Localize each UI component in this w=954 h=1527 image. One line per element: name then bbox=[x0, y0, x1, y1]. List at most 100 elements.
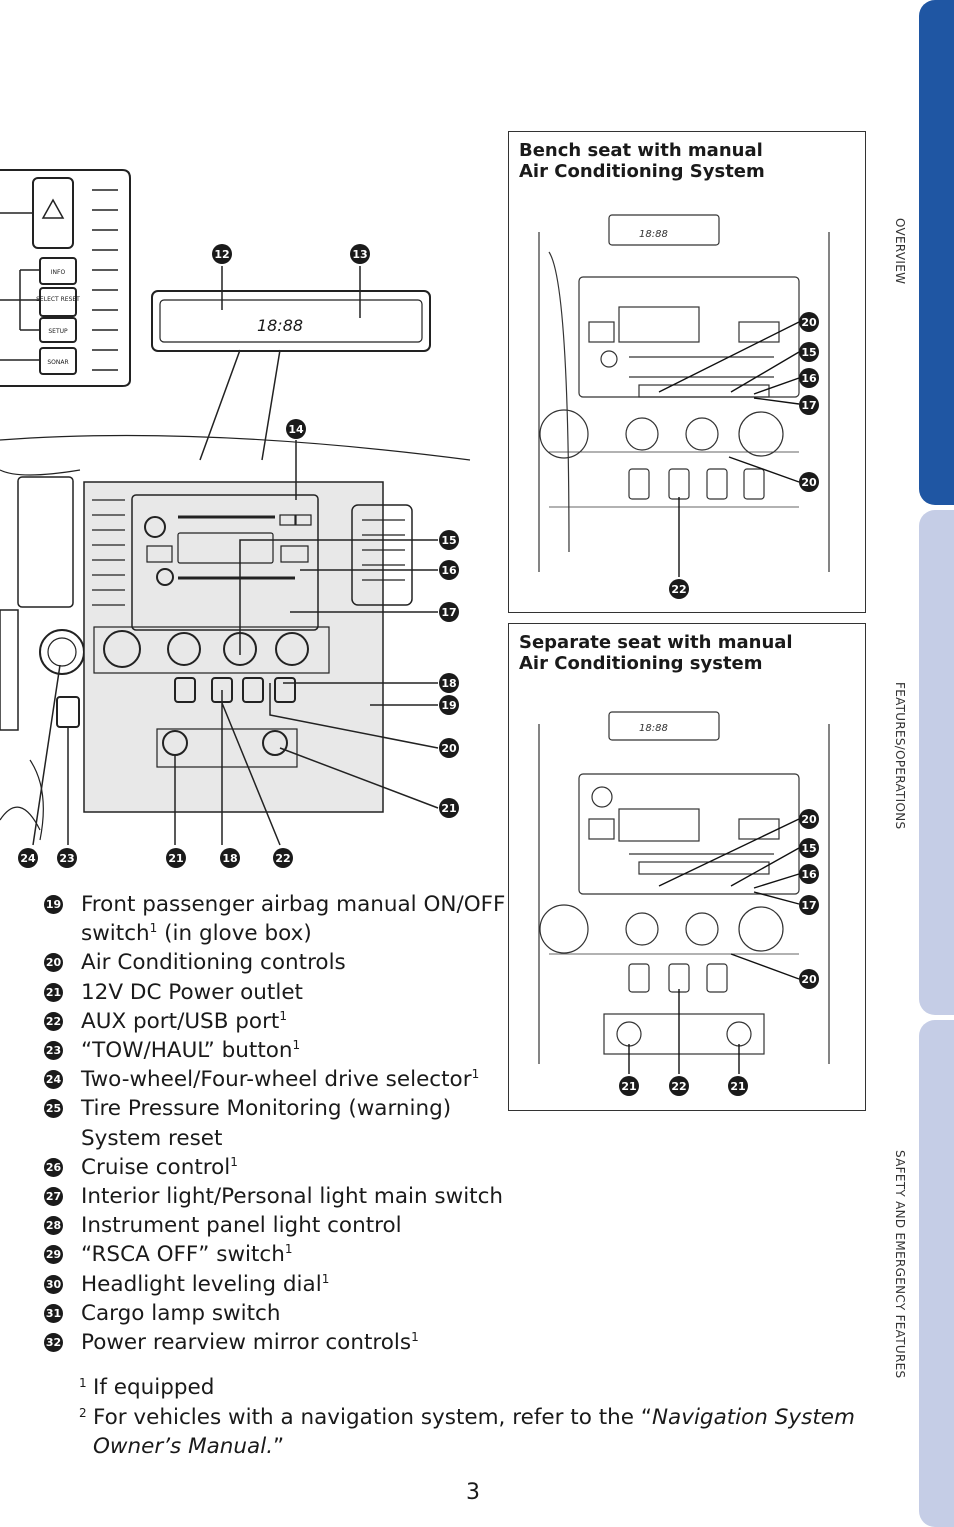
svg-text:17: 17 bbox=[441, 606, 456, 619]
legend-text: Headlight leveling dial1 bbox=[81, 1271, 330, 1297]
footnote-text: For vehicles with a navigation system, r… bbox=[93, 1404, 855, 1460]
callout-21b: 21 bbox=[166, 848, 186, 868]
callout-14: 14 bbox=[286, 419, 306, 439]
panel-separate-seat: Separate seat with manual Air Conditioni… bbox=[508, 623, 866, 1111]
legend-item: 27 Interior light/Personal light main sw… bbox=[44, 1182, 524, 1211]
svg-text:20: 20 bbox=[801, 316, 817, 329]
legend-number-badge: 29 bbox=[44, 1245, 63, 1265]
svg-text:18: 18 bbox=[222, 852, 237, 865]
legend-list: 19 Front passenger airbag manual ON/OFF … bbox=[44, 890, 524, 1357]
tab-features-operations[interactable] bbox=[919, 510, 954, 1015]
legend-number-badge: 25 bbox=[44, 1099, 63, 1119]
svg-text:18:88: 18:88 bbox=[639, 723, 668, 734]
legend-item: 24 Two-wheel/Four-wheel drive selector1 bbox=[44, 1065, 524, 1094]
svg-text:13: 13 bbox=[352, 248, 367, 261]
bench-callout-20b: 20 bbox=[799, 472, 819, 492]
panel-bench-title: Bench seat with manual Air Conditioning … bbox=[519, 140, 765, 182]
footnote-text: If equipped bbox=[93, 1375, 215, 1400]
legend-text: Cruise control1 bbox=[81, 1154, 238, 1180]
tab-safety[interactable] bbox=[919, 1020, 954, 1527]
svg-text:19: 19 bbox=[441, 699, 456, 712]
callout-20: 20 bbox=[439, 738, 459, 758]
callout-23: 23 bbox=[57, 848, 77, 868]
svg-text:21: 21 bbox=[168, 852, 183, 865]
bench-callout-20a: 20 bbox=[799, 312, 819, 332]
svg-text:24: 24 bbox=[20, 852, 36, 865]
legend-text: System reset bbox=[81, 1125, 223, 1151]
legend-item: 31 Cargo lamp switch bbox=[44, 1299, 524, 1328]
tab-label-overview: OVERVIEW bbox=[893, 218, 907, 285]
svg-text:18:88: 18:88 bbox=[639, 229, 668, 240]
legend-number-badge: 30 bbox=[44, 1274, 63, 1294]
legend-text: Two-wheel/Four-wheel drive selector1 bbox=[81, 1067, 480, 1093]
callout-19: 19 bbox=[439, 695, 459, 715]
legend-number-badge: 26 bbox=[44, 1157, 63, 1177]
panel-bench-seat: Bench seat with manual Air Conditioning … bbox=[508, 131, 866, 613]
svg-text:18: 18 bbox=[441, 677, 456, 690]
legend-number-badge: 20 bbox=[44, 953, 63, 973]
separate-callout-20b: 20 bbox=[799, 969, 819, 989]
sonar-button-label: SONAR bbox=[47, 359, 68, 366]
callout-12: 12 bbox=[212, 244, 232, 264]
legend-item: 26 Cruise control1 bbox=[44, 1153, 524, 1182]
legend-item: 19 Front passenger airbag manual ON/OFF bbox=[44, 890, 524, 919]
clock-display: 18:88 bbox=[257, 316, 303, 335]
svg-text:14: 14 bbox=[288, 423, 304, 436]
svg-text:12: 12 bbox=[214, 248, 229, 261]
svg-text:17: 17 bbox=[801, 399, 816, 412]
svg-text:16: 16 bbox=[441, 564, 457, 577]
footnote-mark: 1 bbox=[79, 1376, 87, 1390]
separate-callout-15: 15 bbox=[799, 838, 819, 858]
bench-callout-22: 22 bbox=[669, 579, 689, 599]
legend-item: switch1 (in glove box) bbox=[44, 919, 524, 948]
footnote-mark: 2 bbox=[79, 1405, 87, 1420]
callout-17: 17 bbox=[439, 602, 459, 622]
separate-callout-22: 22 bbox=[669, 1076, 689, 1096]
callout-22: 22 bbox=[273, 848, 293, 868]
callout-13: 13 bbox=[350, 244, 370, 264]
svg-text:16: 16 bbox=[801, 868, 817, 881]
legend-item: 29 “RSCA OFF” switch1 bbox=[44, 1240, 524, 1269]
legend-text: “RSCA OFF” switch1 bbox=[81, 1242, 293, 1268]
legend-text: Power rearview mirror controls1 bbox=[81, 1329, 419, 1356]
legend-item: 30 Headlight leveling dial1 bbox=[44, 1270, 524, 1299]
legend-text: 12V DC Power outlet bbox=[81, 979, 303, 1005]
separate-callout-17: 17 bbox=[799, 895, 819, 915]
tab-overview[interactable] bbox=[919, 0, 954, 505]
svg-text:20: 20 bbox=[801, 973, 817, 986]
callout-16: 16 bbox=[439, 560, 459, 580]
tab-label-safety: SAFETY AND EMERGENCY FEATURES bbox=[893, 1150, 907, 1379]
separate-callout-21b: 21 bbox=[728, 1076, 748, 1096]
bench-seat-diagram: 18:88 20 15 16 17 20 22 bbox=[538, 214, 830, 599]
legend-item: 23 “TOW/HAUL” button1 bbox=[44, 1036, 524, 1065]
legend-text: Interior light/Personal light main switc… bbox=[81, 1184, 504, 1210]
svg-text:22: 22 bbox=[275, 852, 290, 865]
legend-item: 28 Instrument panel light control bbox=[44, 1211, 524, 1240]
legend-text: Front passenger airbag manual ON/OFF bbox=[81, 892, 506, 917]
panel-separate-title: Separate seat with manual Air Conditioni… bbox=[519, 632, 793, 674]
legend-number-badge: 22 bbox=[44, 1011, 63, 1031]
svg-text:21: 21 bbox=[730, 1080, 745, 1093]
separate-seat-diagram: 18:88 20 15 16 17 20 21 22 21 bbox=[538, 711, 830, 1096]
callout-18b: 18 bbox=[220, 848, 240, 868]
footnote: 2 For vehicles with a navigation system,… bbox=[79, 1403, 879, 1462]
legend-item: System reset bbox=[44, 1124, 524, 1153]
legend-number-badge: 31 bbox=[44, 1303, 63, 1323]
legend-text: Tire Pressure Monitoring (warning) bbox=[81, 1096, 452, 1122]
legend-item: 22 AUX port/USB port1 bbox=[44, 1007, 524, 1036]
legend-item: 20 Air Conditioning controls bbox=[44, 948, 524, 977]
main-dashboard-diagram: INFO SELECT RESET SETUP SONAR 18:88 12 1… bbox=[0, 169, 471, 868]
page-number: 3 bbox=[466, 1480, 480, 1505]
svg-text:20: 20 bbox=[801, 476, 817, 489]
svg-text:15: 15 bbox=[441, 534, 456, 547]
legend-item: 25 Tire Pressure Monitoring (warning) bbox=[44, 1094, 524, 1123]
legend-item: 32 Power rearview mirror controls1 bbox=[44, 1328, 524, 1357]
tab-label-features: FEATURES/OPERATIONS bbox=[893, 682, 907, 830]
svg-text:23: 23 bbox=[59, 852, 74, 865]
footnotes: 1 If equipped 2 For vehicles with a navi… bbox=[79, 1373, 879, 1462]
info-button-label: INFO bbox=[51, 269, 66, 276]
legend-number-badge: 24 bbox=[44, 1070, 63, 1090]
footnote: 1 If equipped bbox=[79, 1373, 879, 1403]
legend-number-badge: 32 bbox=[44, 1333, 63, 1353]
svg-text:20: 20 bbox=[801, 813, 817, 826]
